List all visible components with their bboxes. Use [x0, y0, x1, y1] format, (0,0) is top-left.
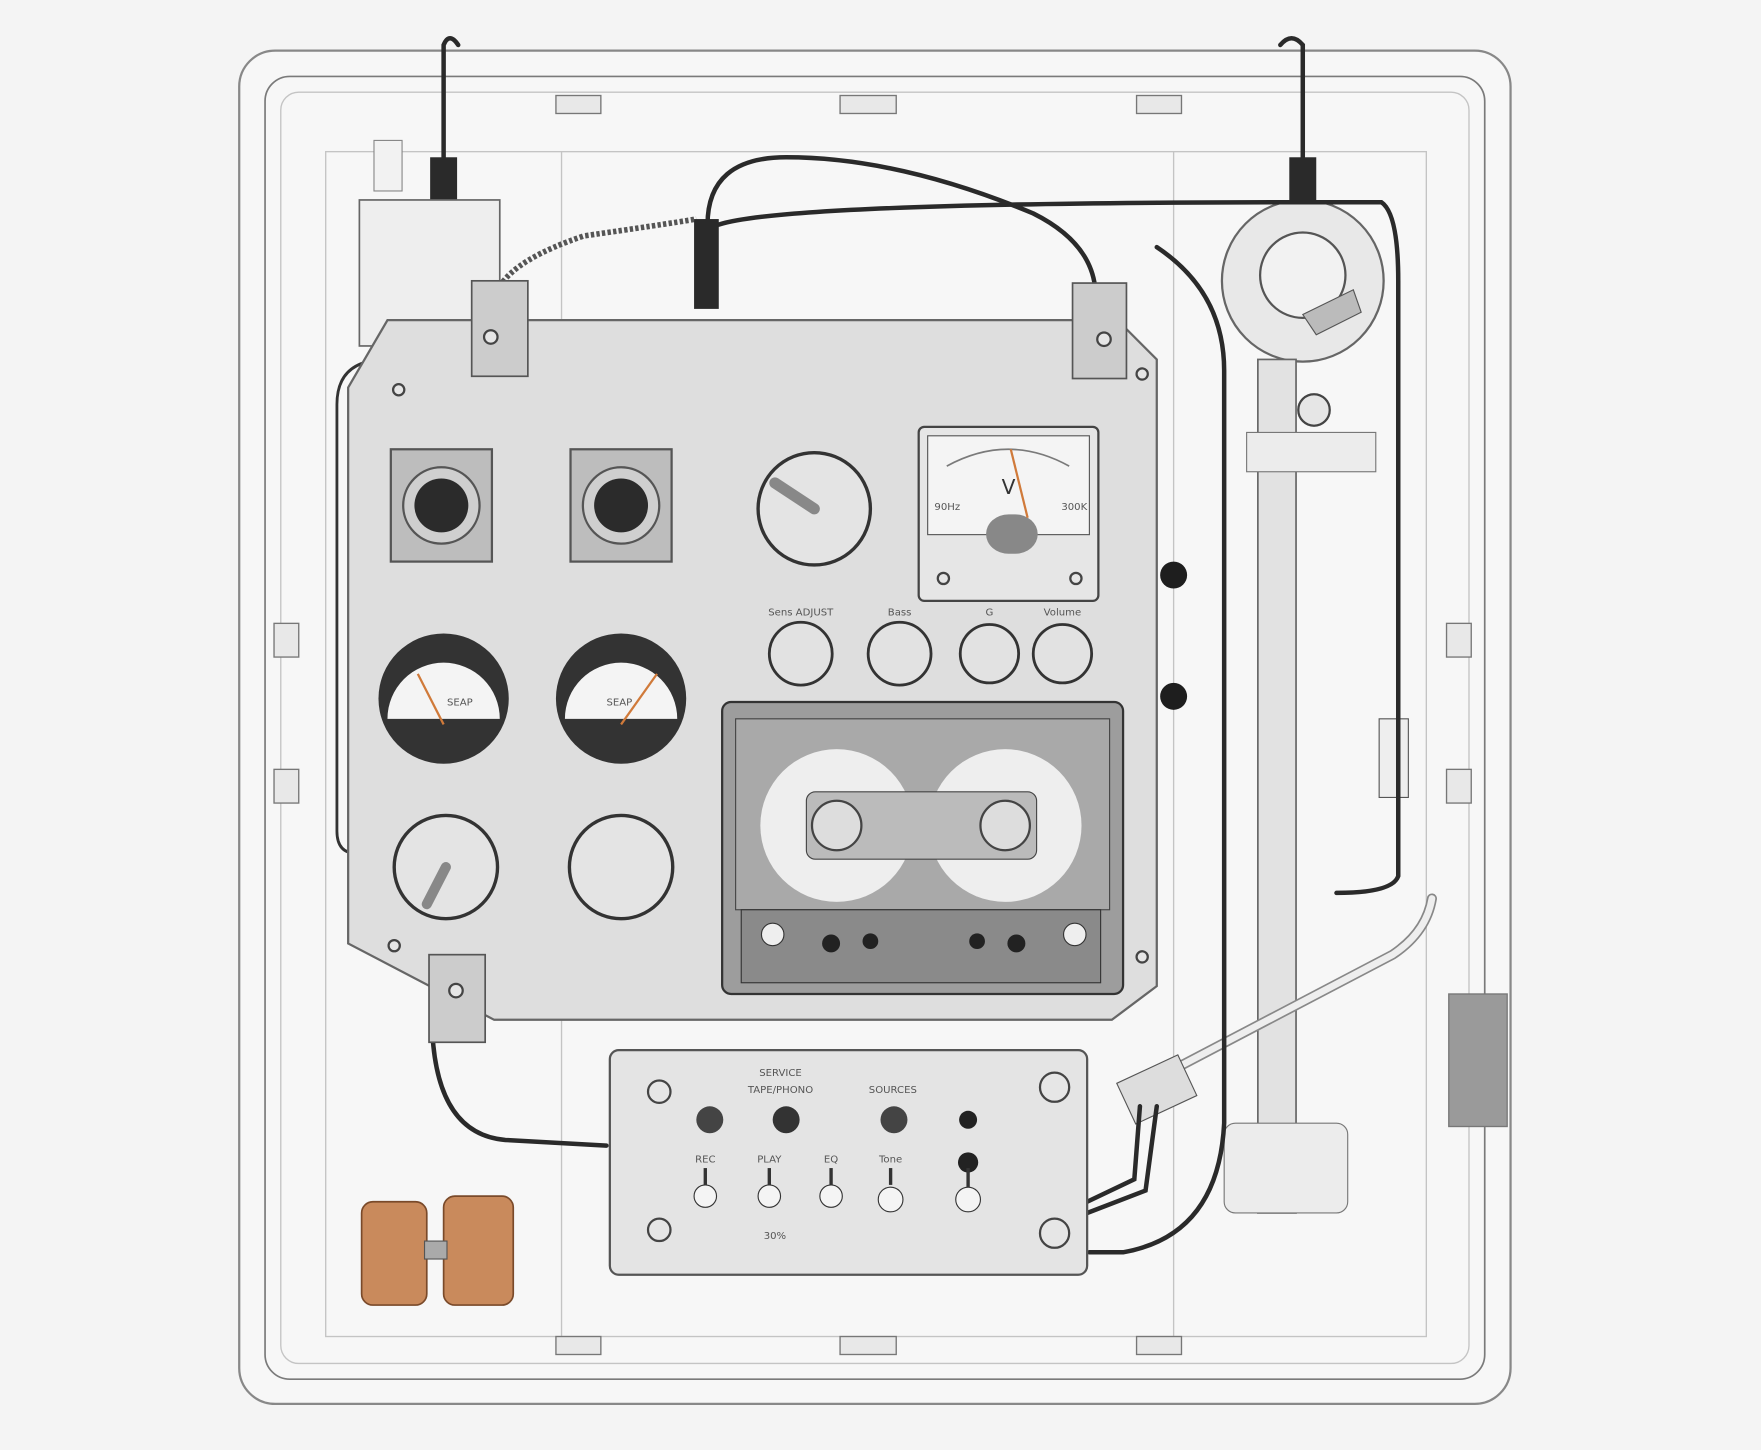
voltmeter-right-label: 300K	[1061, 502, 1087, 513]
service-footer: 30%	[764, 1231, 787, 1242]
vu-meter-left: SEAP	[378, 633, 509, 764]
knob-label: G	[986, 607, 994, 618]
selector-label: SOURCES	[869, 1085, 917, 1096]
switch-label: Tone	[878, 1154, 902, 1165]
knob-volume[interactable]: Volume	[1031, 607, 1094, 685]
vu-meter-label: SEAP	[606, 697, 632, 708]
large-knob-left[interactable]	[392, 813, 500, 921]
knob-bass[interactable]: Bass	[866, 607, 933, 687]
knob-label: Bass	[888, 607, 912, 618]
jack-input[interactable]	[880, 1106, 908, 1134]
service-panel: SERVICE TAPE/PHONO SOURCES 30% REC PLAY …	[608, 1049, 1089, 1276]
jack-input[interactable]	[696, 1106, 724, 1134]
toggle-switch-eq[interactable]: EQ	[819, 1154, 843, 1208]
knob-gain[interactable]: G	[958, 607, 1021, 685]
switch-label: PLAY	[757, 1154, 782, 1165]
cassette-deck[interactable]	[721, 700, 1125, 996]
toggle-switch-rec[interactable]: REC	[693, 1154, 718, 1208]
turntable-assembly	[1116, 198, 1437, 1214]
vu-meter-label: SEAP	[447, 697, 473, 708]
jack-knob[interactable]	[569, 448, 673, 563]
vu-meter-right: SEAP	[555, 633, 687, 764]
copper-coils	[360, 1195, 515, 1306]
voltmeter-left-label: 90Hz	[934, 502, 960, 513]
voltmeter-unit: V	[1002, 475, 1016, 499]
toggle-switch-tone[interactable]: Tone	[877, 1154, 904, 1213]
main-dial-knob[interactable]	[756, 450, 873, 567]
service-title: SERVICE	[759, 1068, 802, 1079]
voltmeter: V 90Hz 300K	[917, 425, 1100, 603]
jack-input[interactable]	[772, 1106, 800, 1134]
service-subtitle: TAPE/PHONO	[747, 1085, 813, 1096]
knob-sens-adjust[interactable]: Sens ADJUST	[767, 607, 834, 687]
voltmeter-needle	[1009, 449, 1029, 519]
main-panel: V 90Hz 300K Sens ADJUST Bass G Volume	[347, 279, 1188, 1044]
switch-label: EQ	[824, 1154, 838, 1165]
switch-label: REC	[695, 1154, 715, 1165]
large-knob-right[interactable]	[567, 813, 675, 921]
knob-label: Volume	[1044, 607, 1082, 618]
toggle-switch-play[interactable]: PLAY	[757, 1154, 782, 1208]
knob-label: Sens ADJUST	[768, 607, 834, 618]
jack-knob[interactable]	[389, 448, 494, 563]
